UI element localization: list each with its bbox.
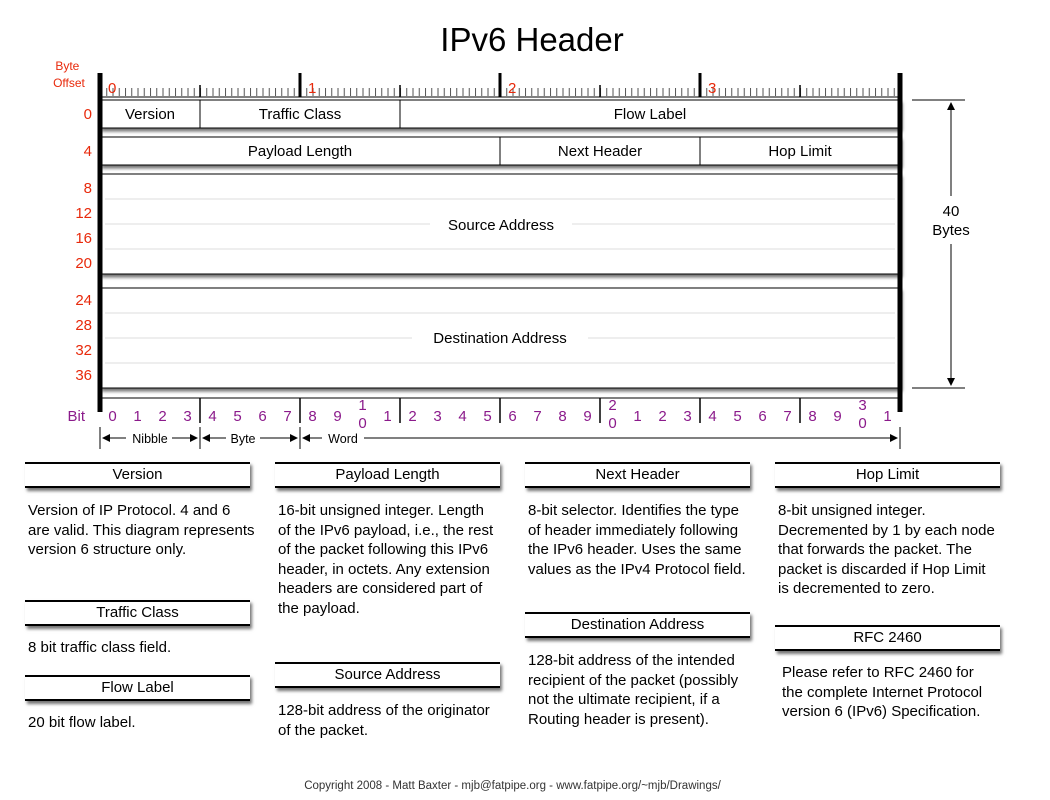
bit-number: 4 <box>458 408 466 425</box>
bit-number: 6 <box>508 408 516 425</box>
bit-number: 5 <box>733 408 741 425</box>
row-offset-0: 0 <box>84 106 92 123</box>
row-offset-24: 24 <box>75 292 92 309</box>
scale-word: Word <box>328 432 358 446</box>
row-offset-4: 4 <box>84 143 92 160</box>
word-offset-3: 3 <box>708 80 716 97</box>
byte-offset-label-line2: Offset <box>53 76 85 90</box>
desc-version-body: Version of IP Protocol. 4 and 6 are vali… <box>28 502 255 558</box>
desc-rfc-body: Please refer to RFC 2460 for the complet… <box>782 664 983 720</box>
top-bit-ruler <box>100 73 900 98</box>
word-offset-2: 2 <box>508 80 516 97</box>
desc-traffic-class-title: Traffic Class <box>25 600 250 626</box>
header-row-4: Payload Length Next Header Hop Limit <box>99 136 901 166</box>
byte-offset-label-line1: Byte <box>55 59 79 73</box>
scale-nibble: Nibble <box>132 432 167 446</box>
bottom-bit-ruler <box>100 397 900 423</box>
bit-number: 9 <box>583 408 591 425</box>
row-offset-16: 16 <box>75 230 92 247</box>
bit-number: 7 <box>533 408 541 425</box>
field-version: Version <box>125 106 175 123</box>
bit-number: 1 <box>883 408 891 425</box>
desc-next-header-body: 8-bit selector. Identifies the type of h… <box>528 502 746 578</box>
header-row-0: Version Traffic Class Flow Label <box>99 99 901 129</box>
diagram-title: IPv6 Header <box>440 21 623 58</box>
bit-number: 4 <box>708 408 716 425</box>
bit-number: 7 <box>283 408 291 425</box>
field-flow-label: Flow Label <box>614 106 687 123</box>
bit-label: Bit <box>67 408 85 425</box>
scale-byte: Byte <box>230 432 255 446</box>
desc-destination-address-title: Destination Address <box>525 612 750 638</box>
desc-hop-limit-title: Hop Limit <box>775 462 1000 488</box>
desc-traffic-class-body: 8 bit traffic class field. <box>28 639 172 656</box>
row-offset-labels: 0 4 8 12 16 20 24 28 32 36 <box>75 106 92 384</box>
bit-number: 1 <box>383 408 391 425</box>
header-size-value: 40 <box>943 203 960 220</box>
bit-number: 3 <box>433 408 441 425</box>
field-hop-limit: Hop Limit <box>768 143 832 160</box>
bit-number: 8 <box>808 408 816 425</box>
row-offset-36: 36 <box>75 367 92 384</box>
copyright-notice: Copyright 2008 - Matt Baxter - mjb@fatpi… <box>304 780 721 792</box>
bit-number: 2 <box>158 408 166 425</box>
bit-number: 7 <box>783 408 791 425</box>
bit-number: 4 <box>208 408 216 425</box>
field-next-header: Next Header <box>558 143 642 160</box>
bit-number: 3 <box>183 408 191 425</box>
desc-source-address-body: 128-bit address of the originator of the… <box>278 702 490 739</box>
desc-flow-label-body: 20 bit flow label. <box>28 714 136 731</box>
field-destination-address: Destination Address <box>433 330 566 347</box>
bit-number: 1 <box>633 408 641 425</box>
bit-number: 6 <box>758 408 766 425</box>
bit-number: 8 <box>308 408 316 425</box>
header-size-dimension: 40 Bytes <box>912 99 970 389</box>
bit-number: 0 <box>108 408 116 425</box>
desc-rfc-title: RFC 2460 <box>775 625 1000 651</box>
row-offset-8: 8 <box>84 180 92 197</box>
word-offset-labels: 0 1 2 3 <box>108 80 716 97</box>
bit-number: 5 <box>483 408 491 425</box>
word-offset-0: 0 <box>108 80 116 97</box>
row-offset-20: 20 <box>75 255 92 272</box>
desc-payload-length-title: Payload Length <box>275 462 500 488</box>
bit-number: 3 <box>683 408 691 425</box>
desc-flow-label-title: Flow Label <box>25 675 250 701</box>
field-payload-length: Payload Length <box>248 143 352 160</box>
field-traffic-class: Traffic Class <box>259 106 342 123</box>
desc-destination-address-body: 128-bit address of the intended recipien… <box>528 652 739 728</box>
byte-offset-label: Byte Offset <box>53 59 85 90</box>
bit-number: 2 <box>408 408 416 425</box>
header-row-destination-address: Destination Address <box>99 287 901 389</box>
header-row-source-address: Source Address <box>99 173 901 275</box>
desc-version-title: Version <box>25 462 250 488</box>
desc-next-header-title: Next Header <box>525 462 750 488</box>
field-source-address: Source Address <box>448 217 554 234</box>
word-offset-1: 1 <box>308 80 316 97</box>
scale-indicators: Nibble Byte Word <box>99 427 901 449</box>
bit-number: 5 <box>233 408 241 425</box>
bit-number: 9 <box>333 408 341 425</box>
bit-number: 8 <box>558 408 566 425</box>
bit-number: 2 <box>658 408 666 425</box>
desc-payload-length-body: 16-bit unsigned integer. Length of the I… <box>278 502 494 617</box>
desc-hop-limit-body: 8-bit unsigned integer. Decremented by 1… <box>778 502 995 597</box>
bit-number: 1 <box>133 408 141 425</box>
bit-number: 9 <box>833 408 841 425</box>
bit-number: 6 <box>258 408 266 425</box>
header-size-unit: Bytes <box>932 222 970 239</box>
row-offset-32: 32 <box>75 342 92 359</box>
row-offset-28: 28 <box>75 317 92 334</box>
desc-source-address-title: Source Address <box>275 662 500 688</box>
row-offset-12: 12 <box>75 205 92 222</box>
